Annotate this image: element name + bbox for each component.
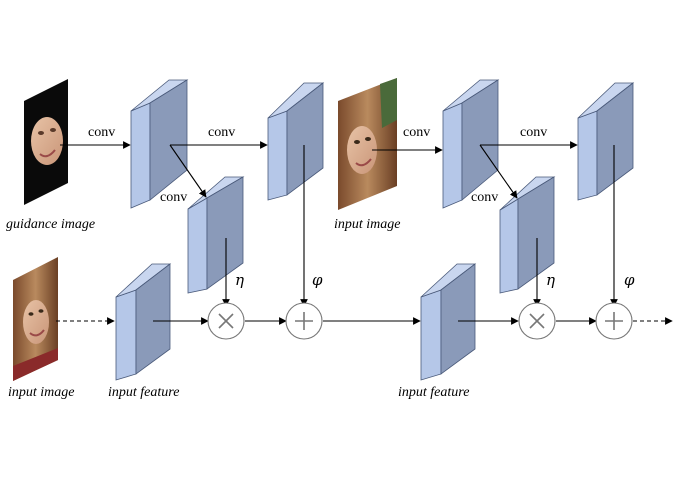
- circled-times-icon: [518, 302, 556, 340]
- input-feature-caption-right: input feature: [398, 385, 469, 400]
- phi-label-left: φ: [312, 271, 323, 289]
- guidance-image: [24, 79, 68, 205]
- input-feature-caption-left: input feature: [108, 385, 179, 400]
- feature-block-eta-left: [187, 176, 245, 294]
- input-feature-block-left: [115, 263, 172, 381]
- input-feature-block-right: [420, 263, 477, 381]
- input-image-caption-top: input image: [334, 217, 401, 232]
- input-image-top: [338, 78, 397, 210]
- arrow-conv1r-to-eta-block: [479, 144, 518, 199]
- eta-label-right: η: [546, 271, 555, 289]
- conv-label-input: conv: [403, 125, 430, 140]
- conv-label-eta-left: conv: [160, 190, 187, 205]
- circled-plus-icon: [285, 302, 323, 340]
- phi-label-right: φ: [624, 271, 635, 289]
- feature-block-phi-left: [267, 82, 325, 201]
- circled-plus-icon: [595, 302, 633, 340]
- conv-label-guidance: conv: [88, 125, 115, 140]
- conv-label-phi-right: conv: [520, 125, 547, 140]
- conv-label-eta-right: conv: [471, 190, 498, 205]
- conv-label-phi-left: conv: [208, 125, 235, 140]
- input-image-caption-bottom: input image: [8, 385, 75, 400]
- feature-block-eta-right: [499, 176, 556, 294]
- feature-block-conv1-left: [130, 79, 189, 209]
- input-image-bottom: [13, 257, 58, 381]
- eta-label-left: η: [235, 271, 244, 289]
- feature-block-phi-right: [577, 82, 635, 201]
- arrow-conv1-to-eta-block: [169, 144, 207, 198]
- circled-times-icon: [207, 302, 245, 340]
- feature-block-conv1-right: [442, 79, 500, 209]
- guidance-image-caption: guidance image: [6, 217, 95, 232]
